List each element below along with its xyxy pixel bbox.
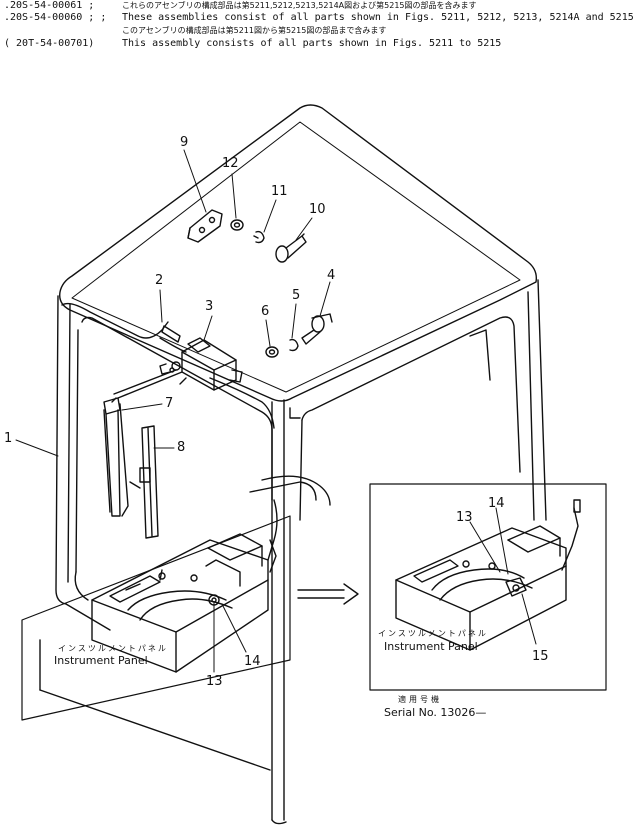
header-line-4: ( 20T-54-00701) This assembly consists of… xyxy=(4,38,501,50)
bolt-10 xyxy=(275,233,307,263)
left-inset xyxy=(21,515,291,721)
wiper-arm xyxy=(103,369,183,517)
spring-washer-11 xyxy=(253,230,265,244)
bracket xyxy=(187,209,223,243)
right-panel-label: Instrument Panel xyxy=(384,640,478,653)
callout-left-14: 14 xyxy=(244,654,261,669)
callout-right-15: 15 xyxy=(532,649,549,664)
callout-4: 4 xyxy=(327,268,336,283)
callout-8: 8 xyxy=(177,440,186,455)
callout-7: 7 xyxy=(165,396,174,411)
right-inset xyxy=(369,483,607,691)
callout-1: 1 xyxy=(4,431,13,446)
bolt-4 xyxy=(301,313,333,345)
part-code: .20S-54-00061 ; xyxy=(4,0,95,11)
header-text-jp: これらのアセンブリの構成部品は第5211,5212,5213,5214A図および… xyxy=(122,1,477,10)
part-code: .20S-54-00060 ; ; xyxy=(4,12,107,23)
serial-number: Serial No. 13026— xyxy=(384,706,487,719)
leader-lines xyxy=(15,149,331,457)
left-panel-label: Instrument Panel xyxy=(54,654,148,667)
callout-10: 10 xyxy=(309,202,326,217)
wiring-harness xyxy=(61,302,331,561)
callout-2: 2 xyxy=(155,273,164,288)
part-code: ( 20T-54-00701) xyxy=(4,38,95,49)
parts-diagram xyxy=(15,104,607,825)
callout-9: 9 xyxy=(180,135,189,150)
right-panel-label-jp: インスツルメントパネル xyxy=(378,629,488,638)
callout-3: 3 xyxy=(205,299,214,314)
left-panel-label-jp: インスツルメントパネル xyxy=(58,644,168,653)
callout-5: 5 xyxy=(292,288,301,303)
callout-left-13: 13 xyxy=(206,674,223,689)
header-line-2: .20S-54-00060 ; ; These assemblies consis… xyxy=(4,12,634,24)
header-text-en: This assembly consists of all parts show… xyxy=(122,38,502,49)
callout-11: 11 xyxy=(271,184,288,199)
spring-washer-5 xyxy=(289,338,299,352)
washer-6 xyxy=(265,346,279,358)
washer-12 xyxy=(230,219,244,231)
callout-12: 12 xyxy=(222,156,239,171)
wiper-motor xyxy=(159,325,243,391)
callout-right-14: 14 xyxy=(488,496,505,511)
header-line-1: .20S-54-00061 ; これらのアセンブリの構成部品は第5211,5212… xyxy=(4,0,477,12)
callout-right-13: 13 xyxy=(456,510,473,525)
arrow-icon xyxy=(297,583,359,605)
header-text-jp: このアセンブリの構成部品は第5211図から第5215図の部品まで含みます xyxy=(122,26,387,35)
header-line-3: このアセンブリの構成部品は第5211図から第5215図の部品まで含みます xyxy=(4,25,386,37)
header-text-en: These assemblies consist of all parts sh… xyxy=(122,12,634,23)
serial-label-jp: 適用号機 xyxy=(398,695,442,704)
callout-6: 6 xyxy=(261,304,270,319)
wiper-blade xyxy=(129,425,159,539)
